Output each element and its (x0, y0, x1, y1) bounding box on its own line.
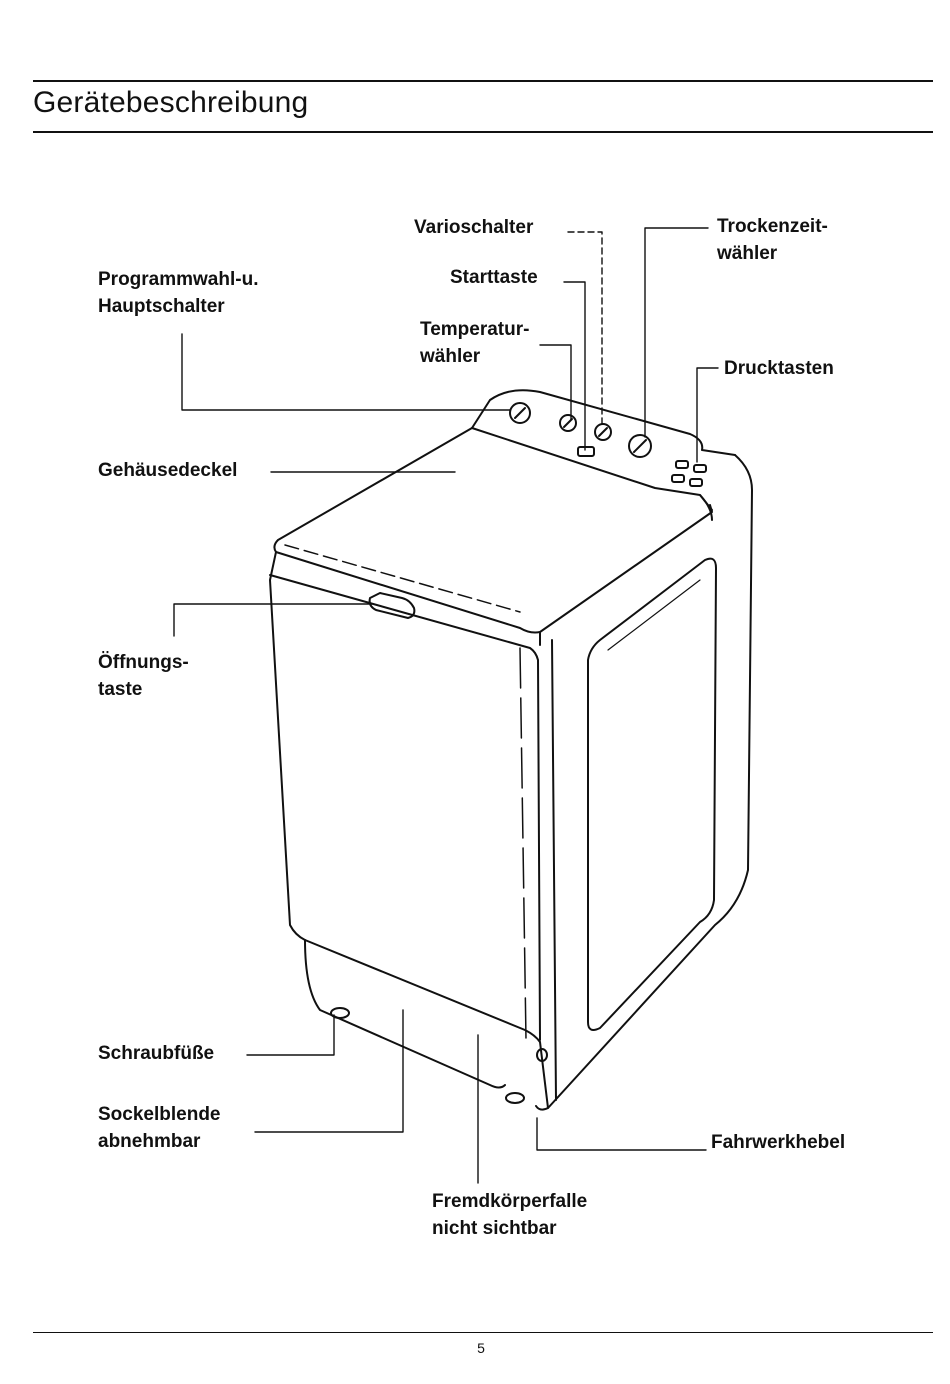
side-panel (587, 557, 717, 1031)
leader-fahrwerkhebel (536, 1117, 707, 1151)
label-line: Hauptschalter (98, 296, 225, 317)
label-starttaste: Starttaste (450, 267, 538, 288)
label-varioschalter: Varioschalter (414, 217, 534, 238)
machine-body (269, 389, 753, 1111)
label-line: taste (98, 679, 143, 700)
foot-left (330, 1007, 350, 1019)
label-programmwahl: Programmwahl-u. Hauptschalter (98, 266, 258, 320)
label-line: wähler (420, 346, 481, 367)
label-trockenzeitwaehler: Trockenzeit- wähler (717, 213, 828, 267)
push-button-2 (693, 464, 707, 473)
control-panel-top-edge (471, 389, 736, 456)
label-line: abnehmbar (98, 1131, 201, 1152)
label-line: Fremdkörperfalle (432, 1191, 588, 1212)
label-line: Öffnungs- (98, 652, 189, 673)
leader-oeffnungstaste (173, 603, 373, 637)
label-temperaturwaehler: Temperatur- wähler (420, 316, 529, 370)
right-side-outline (535, 454, 753, 1111)
push-button-4 (689, 478, 703, 487)
label-line: nicht sichtbar (432, 1218, 557, 1239)
label-line: Programmwahl-u. (98, 269, 259, 290)
label-sockelblende: Sockelblende abnehmbar (98, 1101, 221, 1155)
leader-varioschalter (567, 231, 603, 429)
leader-lines (173, 227, 719, 1184)
label-oeffnungstaste: Öffnungs- taste (98, 649, 189, 703)
front-top-edge (269, 574, 541, 1041)
start-button (577, 446, 595, 457)
footer-rule (33, 1332, 933, 1333)
leader-drucktasten (696, 367, 719, 463)
leader-sockelblende (254, 1009, 404, 1133)
leader-temperatur (539, 344, 572, 421)
plinth (304, 939, 506, 1089)
front-left-edge (269, 551, 306, 941)
label-gehaeusedeckel: Gehäusedeckel (98, 460, 238, 481)
foot-right (505, 1092, 525, 1104)
lid-outline (273, 427, 713, 634)
castor-lever (536, 1048, 548, 1062)
page-title: Gerätebeschreibung (33, 86, 309, 119)
label-line: Trockenzeit- (717, 216, 828, 237)
title-underline-rule (33, 131, 933, 133)
drying-timer-knob (628, 434, 652, 458)
label-line: wähler (717, 243, 778, 264)
label-line: Temperatur- (420, 319, 530, 340)
label-schraubfuesse: Schraubfüße (98, 1043, 215, 1064)
label-line: Sockelblende (98, 1104, 221, 1125)
top-rule (33, 80, 933, 82)
label-fremdkoerperfalle: Fremdkörperfalle nicht sichtbar (432, 1188, 587, 1242)
leader-trockenzeit (644, 227, 709, 438)
open-button (368, 592, 416, 619)
leader-schraubfuesse (246, 1014, 335, 1056)
leader-programmwahl (181, 333, 511, 411)
label-fahrwerkhebel: Fahrwerkhebel (711, 1132, 846, 1153)
label-drucktasten: Drucktasten (724, 358, 834, 379)
push-button-3 (671, 474, 685, 483)
controls (368, 402, 707, 619)
vario-knob (594, 423, 612, 441)
control-panel-front-edge (471, 427, 713, 511)
push-button-1 (675, 460, 689, 469)
temperature-knob (559, 414, 577, 432)
leader-starttaste (563, 281, 586, 451)
program-knob (509, 402, 531, 424)
page-number: 5 (477, 1340, 485, 1356)
